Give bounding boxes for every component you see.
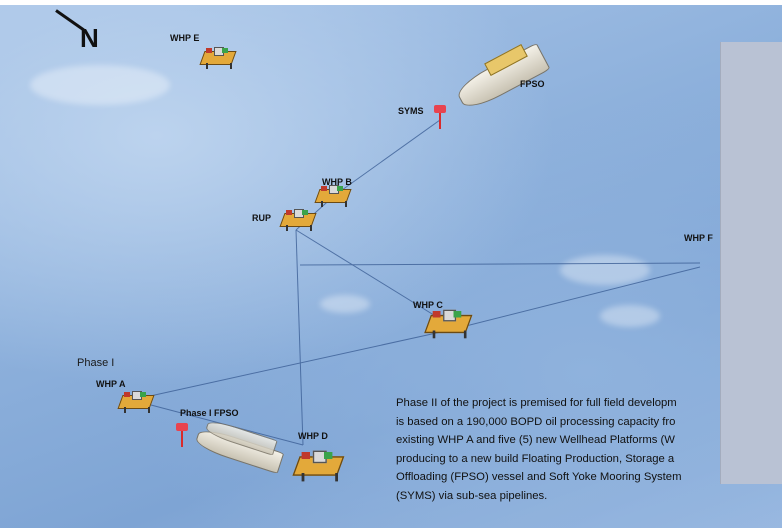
sea-foam bbox=[600, 305, 660, 327]
label-whp-c: WHP C bbox=[413, 300, 443, 310]
label-whp-f: WHP F bbox=[684, 233, 713, 243]
pipeline-network bbox=[131, 119, 701, 446]
label-whp-b: WHP B bbox=[322, 177, 352, 187]
label-syms: SYMS bbox=[398, 106, 424, 116]
sea-foam bbox=[320, 295, 370, 313]
pipeline bbox=[299, 262, 701, 266]
platform-rup-icon bbox=[279, 209, 317, 231]
description-line: producing to a new build Floating Produc… bbox=[396, 452, 675, 465]
platform-whp-b-icon bbox=[314, 185, 352, 207]
pipeline bbox=[131, 329, 451, 401]
label-whp-e: WHP E bbox=[170, 33, 200, 43]
phase-i-mooring-icon bbox=[176, 423, 188, 447]
platform-whp-c-icon bbox=[424, 309, 473, 339]
label-whp-a: WHP A bbox=[96, 379, 126, 389]
label-rup: RUP bbox=[252, 213, 272, 223]
pipeline bbox=[295, 229, 451, 326]
project-description: Phase II of the project is premised for … bbox=[396, 394, 726, 506]
description-line: existing WHP A and five (5) new Wellhead… bbox=[396, 434, 675, 447]
description-line: (SYMS) via sub-sea pipelines. bbox=[396, 489, 548, 502]
description-line: Phase II of the project is premised for … bbox=[396, 397, 677, 409]
platform-whp-e-icon bbox=[199, 47, 237, 69]
sea-foam bbox=[30, 65, 170, 105]
pipeline bbox=[449, 266, 701, 331]
description-line: Offloading (FPSO) vessel and Soft Yoke M… bbox=[396, 471, 682, 484]
label-phase-i: Phase I bbox=[77, 357, 115, 369]
field-layout-illustration: N WHP E FPSO SYMS WHP B RUP WHP F WHP C … bbox=[0, 5, 782, 528]
sea-foam bbox=[560, 255, 650, 285]
label-whp-d: WHP D bbox=[298, 431, 328, 441]
syms-mooring-icon bbox=[434, 105, 446, 129]
compass-label: N bbox=[80, 23, 99, 53]
label-phase-i-fpso: Phase I FPSO bbox=[180, 408, 239, 418]
overlay-panel bbox=[720, 42, 782, 484]
label-fpso: FPSO bbox=[520, 79, 545, 89]
platform-whp-a-icon bbox=[117, 391, 155, 413]
platform-whp-d-icon bbox=[292, 450, 345, 482]
description-line: is based on a 190,000 BOPD oil processin… bbox=[396, 415, 676, 428]
pipeline bbox=[295, 229, 304, 446]
pipeline bbox=[334, 119, 441, 196]
